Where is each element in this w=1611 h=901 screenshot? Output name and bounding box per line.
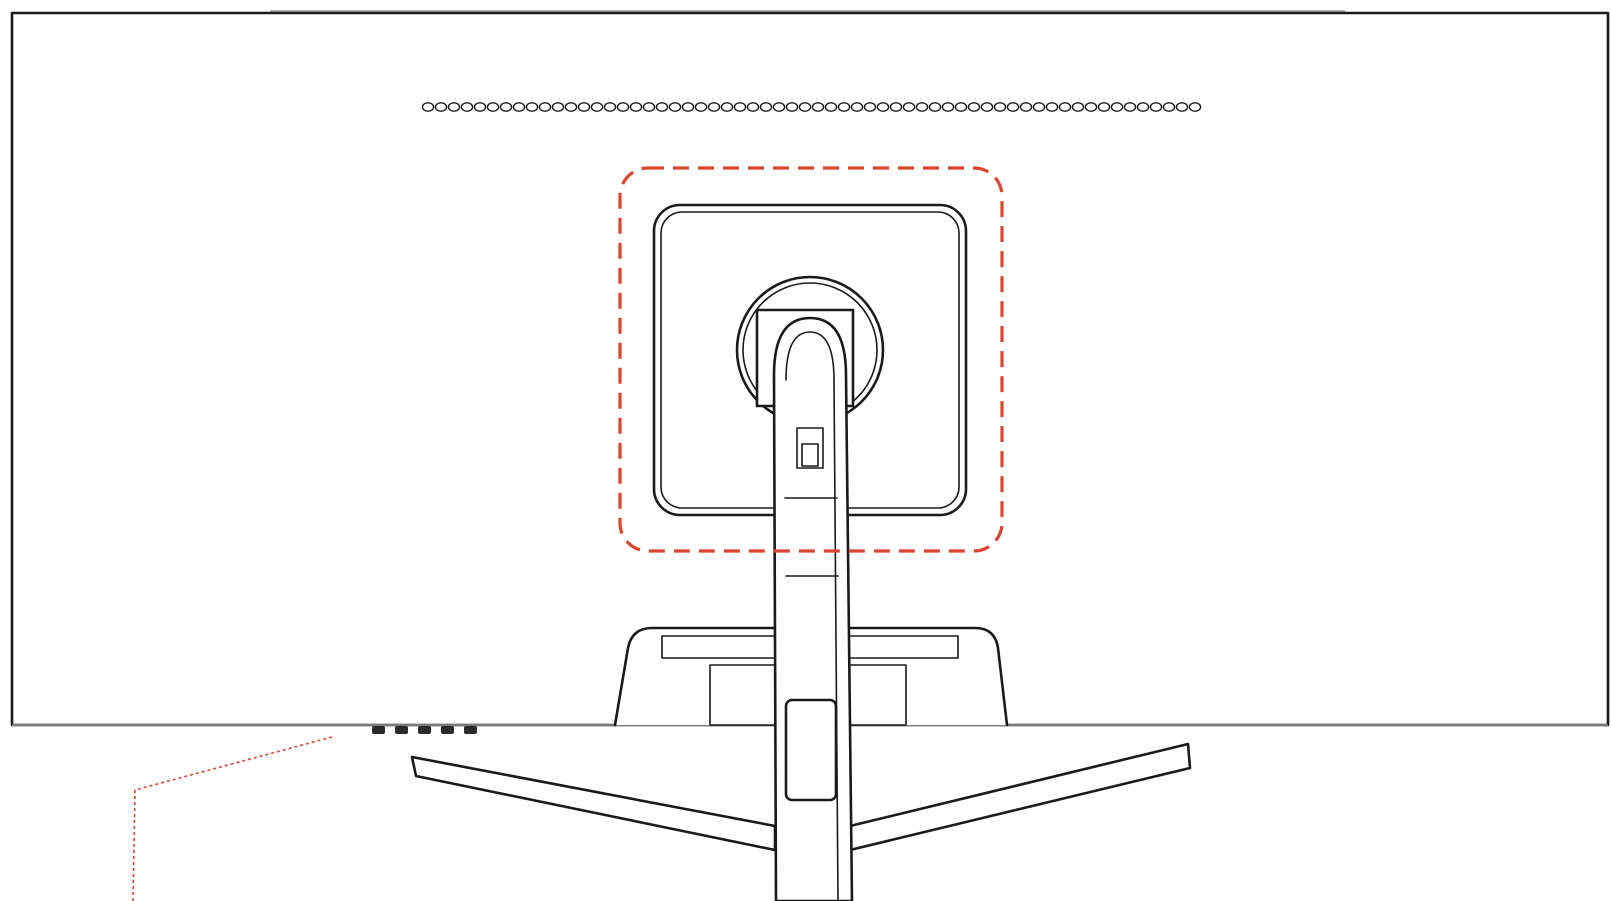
vent-dot: [1188, 102, 1202, 112]
vent-dot: [577, 102, 591, 112]
vent-dot: [967, 102, 981, 112]
vent-dot: [1123, 102, 1137, 112]
vent-dot: [876, 102, 890, 112]
vent-dot: [798, 102, 812, 112]
vent-dot: [1006, 102, 1020, 112]
vent-dot: [928, 102, 942, 112]
vent-dot: [590, 102, 604, 112]
vent-dot: [460, 102, 474, 112]
cable-management-slot: [784, 698, 838, 802]
vent-dot: [1110, 102, 1124, 112]
vent-dot: [1071, 102, 1085, 112]
vent-dot: [616, 102, 630, 112]
control-buttons: [372, 726, 477, 734]
vent-dot: [694, 102, 708, 112]
vent-dot: [499, 102, 513, 112]
vent-dot: [850, 102, 864, 112]
vent-dot: [486, 102, 500, 112]
vent-dot: [785, 102, 799, 112]
vent-dot: [733, 102, 747, 112]
vesa-callout-outline: [618, 166, 1004, 553]
vent-dot: [655, 102, 669, 112]
vent-dot: [954, 102, 968, 112]
vent-dot: [941, 102, 955, 112]
vent-dot: [447, 102, 461, 112]
control-button: [441, 726, 454, 734]
control-button: [418, 726, 431, 734]
vent-dot: [1045, 102, 1059, 112]
vent-dot: [434, 102, 448, 112]
vent-dot: [746, 102, 760, 112]
vent-dot: [837, 102, 851, 112]
vent-dot: [1058, 102, 1072, 112]
vent-dot: [1032, 102, 1046, 112]
vent-dot: [993, 102, 1007, 112]
vent-row: [421, 102, 1202, 112]
vent-dot: [1097, 102, 1111, 112]
control-button: [372, 726, 385, 734]
control-button: [464, 726, 477, 734]
stand-neck-bevel: [785, 331, 839, 901]
stand-neck: [772, 316, 854, 901]
vent-dot: [538, 102, 552, 112]
vent-dot: [707, 102, 721, 112]
stand-foot-left: [410, 755, 777, 852]
cable-clip: [796, 427, 824, 469]
stand-foot-right: [848, 742, 1192, 852]
vent-dot: [863, 102, 877, 112]
vent-dot: [525, 102, 539, 112]
vent-dot: [473, 102, 487, 112]
vent-dot: [980, 102, 994, 112]
vent-dot: [642, 102, 656, 112]
vent-dot: [759, 102, 773, 112]
vent-dot: [720, 102, 734, 112]
vent-dot: [1136, 102, 1150, 112]
vent-dot: [512, 102, 526, 112]
vent-dot: [1084, 102, 1098, 112]
vent-dot: [902, 102, 916, 112]
controls-callout-leader: [132, 736, 333, 901]
vent-dot: [772, 102, 786, 112]
vent-dot: [1162, 102, 1176, 112]
vent-dot: [564, 102, 578, 112]
vent-dot: [811, 102, 825, 112]
vent-dot: [421, 102, 435, 112]
vent-dot: [551, 102, 565, 112]
vent-dot: [1175, 102, 1189, 112]
vent-dot: [1149, 102, 1163, 112]
vent-dot: [668, 102, 682, 112]
vent-dot: [1019, 102, 1033, 112]
vent-dot: [603, 102, 617, 112]
vent-dot: [629, 102, 643, 112]
vent-dot: [681, 102, 695, 112]
vent-dot: [915, 102, 929, 112]
cable-clip-inner: [801, 443, 819, 467]
vent-dot: [889, 102, 903, 112]
vent-dot: [824, 102, 838, 112]
control-button: [395, 726, 408, 734]
